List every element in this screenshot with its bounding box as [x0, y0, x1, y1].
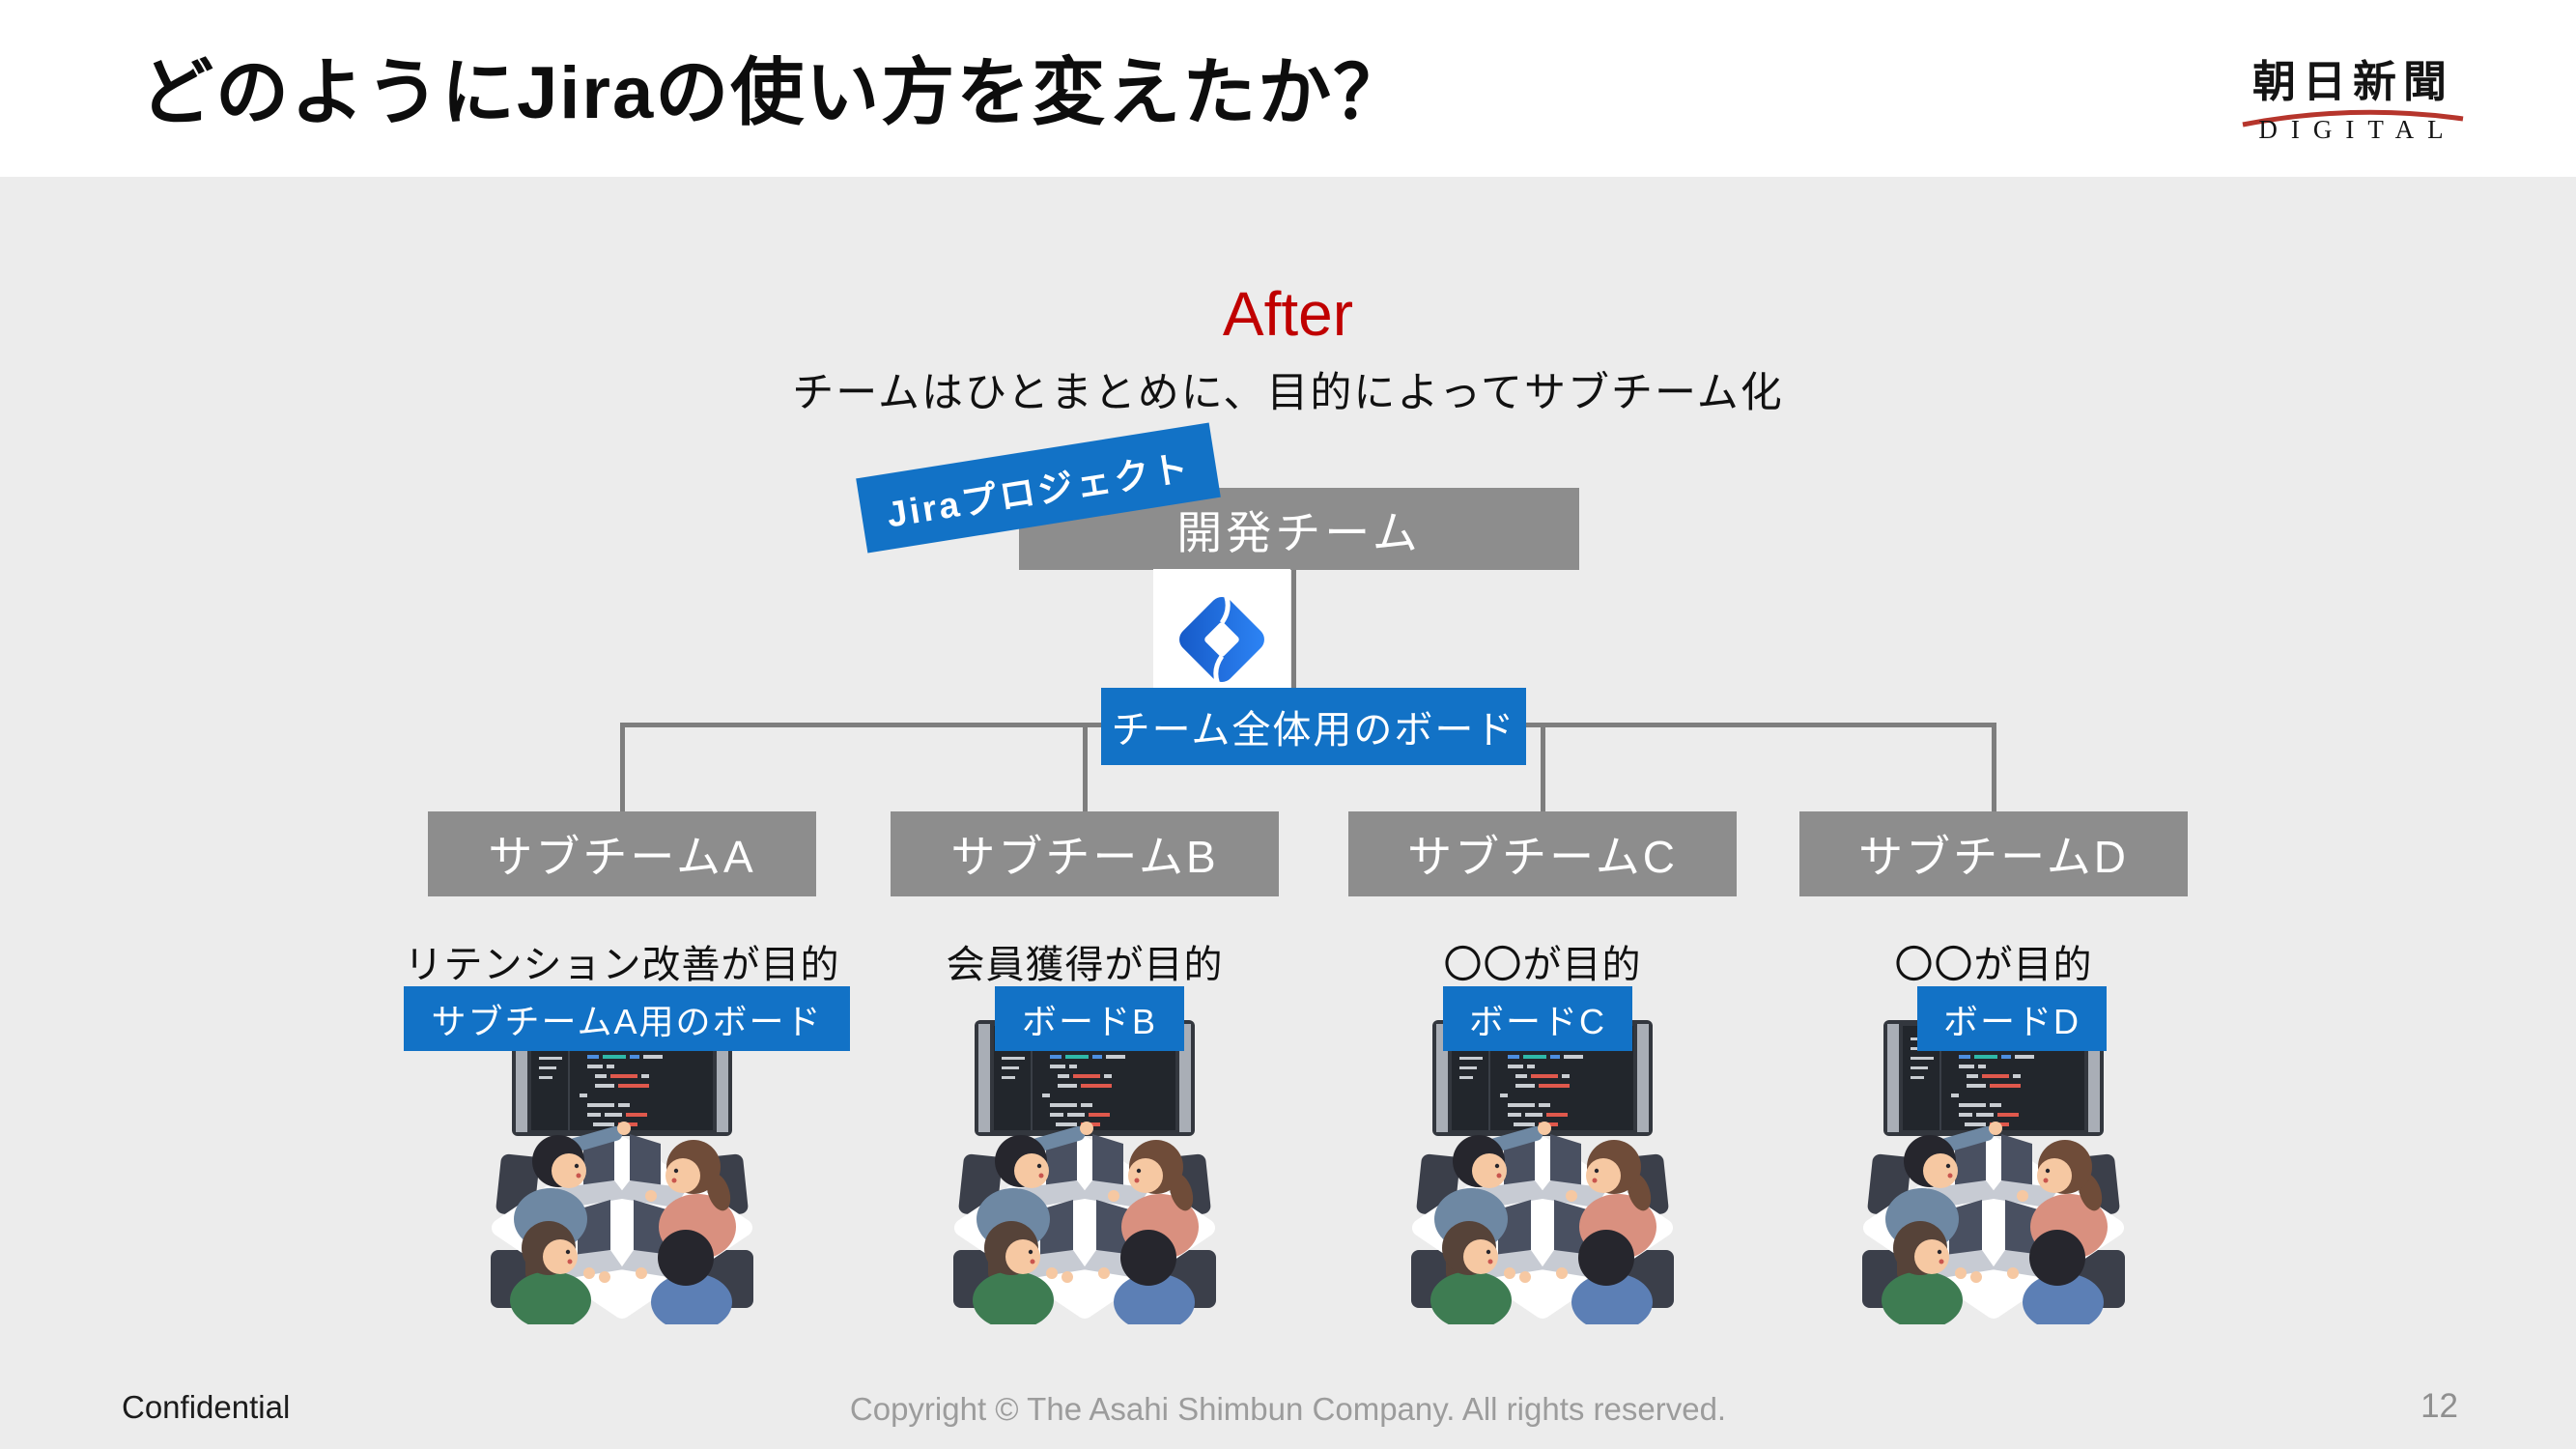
page-title: どのようにJiraの使い方を変えたか？ — [140, 52, 1409, 134]
diagram-subheading: チームはひとまとめに、目的によってサブチーム化 — [792, 370, 1784, 416]
logo-red-arc-icon — [2242, 109, 2464, 128]
connector-drop-a — [620, 723, 625, 811]
connector-drop-c — [1541, 723, 1545, 811]
connector-drop-d — [1992, 723, 1996, 811]
subteam-purpose-c: 〇〇が目的 — [1443, 944, 1642, 986]
subteam-purpose-b: 会員獲得が目的 — [946, 944, 1224, 986]
subteam-board-label-c: ボードC — [1443, 986, 1632, 1051]
subteam-box-c: サブチームC — [1348, 811, 1737, 896]
after-heading: After — [1222, 279, 1354, 349]
mob-programming-illustration — [1407, 1020, 1678, 1324]
subteam-box-b: サブチームB — [891, 811, 1279, 896]
subteam-board-label-b: ボードB — [995, 986, 1184, 1051]
subteam-board-label-d: ボードD — [1917, 986, 2107, 1051]
subteam-box-d: サブチームD — [1799, 811, 2188, 896]
root-board-label: チーム全体用のボード — [1101, 688, 1526, 765]
header-bar: どのようにJiraの使い方を変えたか？ 朝日新聞 DIGITAL — [0, 0, 2576, 177]
jira-icon — [1153, 569, 1290, 710]
subteam-box-a: サブチームA — [428, 811, 816, 896]
subteam-purpose-a: リテンション改善が目的 — [404, 944, 840, 986]
copyright-text: Copyright © The Asahi Shimbun Company. A… — [849, 1391, 1727, 1427]
connector-root-vertical — [1291, 569, 1296, 725]
logo-name: 朝日新聞 — [2251, 58, 2453, 106]
subteam-purpose-d: 〇〇が目的 — [1894, 944, 2093, 986]
page-number: 12 — [2420, 1387, 2458, 1425]
connector-drop-b — [1083, 723, 1088, 811]
confidential-label: Confidential — [122, 1389, 291, 1425]
subteam-board-label-a: サブチームA用のボード — [404, 986, 850, 1051]
asahi-shimbun-digital-logo: 朝日新聞 DIGITAL — [2237, 46, 2469, 145]
mob-programming-illustration — [1858, 1020, 2129, 1324]
mob-programming-illustration — [949, 1020, 1220, 1324]
mob-programming-illustration — [487, 1020, 757, 1324]
logo-sub-label: DIGITAL — [2258, 115, 2457, 144]
